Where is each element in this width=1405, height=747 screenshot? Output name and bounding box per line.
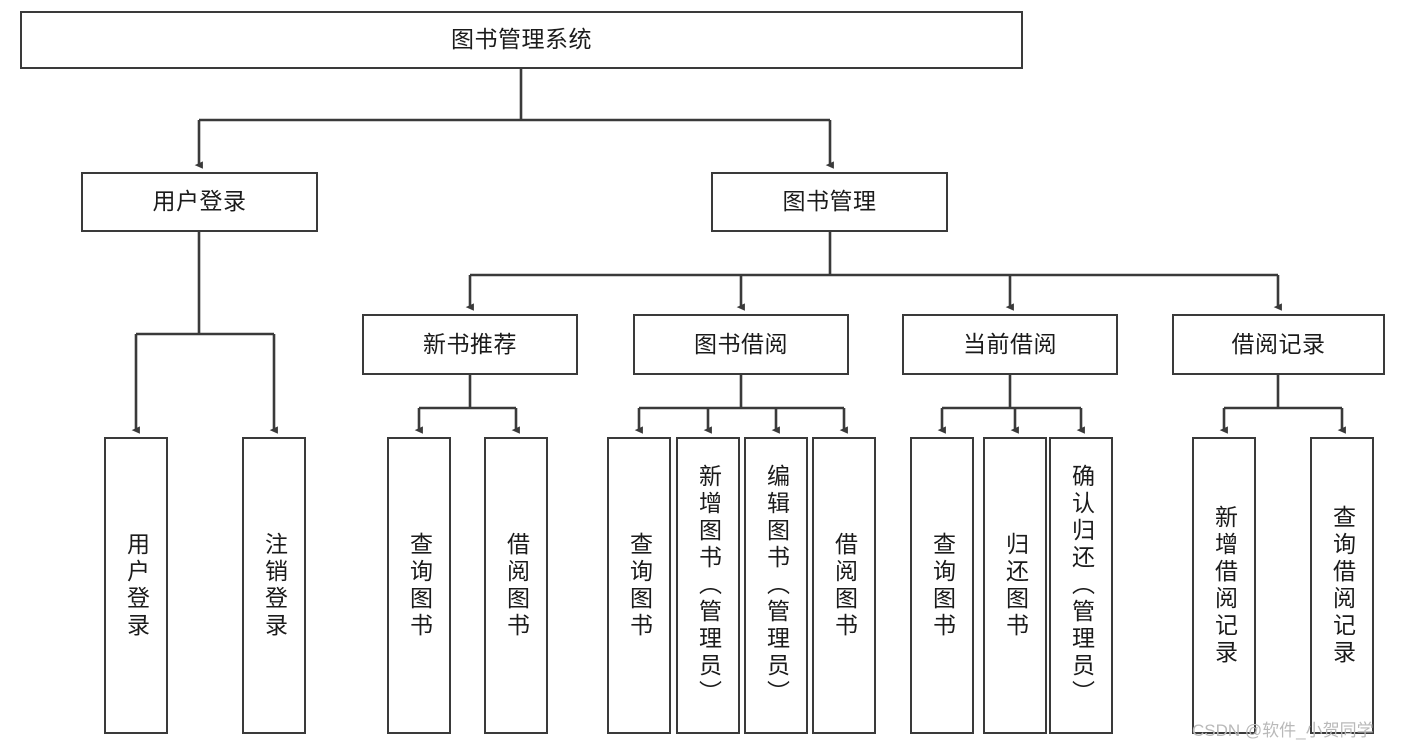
node-leaf-user-login[interactable]: 用户登录 — [104, 437, 168, 734]
node-leaf-query-book-current[interactable]: 查询图书 — [910, 437, 974, 734]
node-leaf-logout[interactable]: 注销登录 — [242, 437, 306, 734]
node-level3-current-borrow[interactable]: 当前借阅 — [902, 314, 1118, 375]
node-leaf-add-book-admin-label: 新增图书（管理员） — [695, 464, 722, 707]
node-leaf-return-book[interactable]: 归还图书 — [983, 437, 1047, 734]
node-level3-new-book-recommend-label: 新书推荐 — [423, 330, 517, 357]
node-level2-user-login[interactable]: 用户登录 — [81, 172, 318, 232]
node-root[interactable]: 图书管理系统 — [20, 11, 1023, 69]
node-leaf-confirm-return-admin-label: 确认归还（管理员） — [1068, 464, 1095, 707]
node-leaf-borrow-book[interactable]: 借阅图书 — [812, 437, 876, 734]
node-leaf-query-borrow-record-label: 查询借阅记录 — [1329, 504, 1356, 667]
node-leaf-edit-book-admin-label: 编辑图书（管理员） — [763, 464, 790, 707]
node-root-label: 图书管理系统 — [451, 26, 592, 53]
node-leaf-user-login-label: 用户登录 — [123, 531, 150, 640]
node-leaf-query-borrow-record[interactable]: 查询借阅记录 — [1310, 437, 1374, 734]
node-level3-current-borrow-label: 当前借阅 — [963, 330, 1057, 357]
node-level2-book-management-label: 图书管理 — [782, 188, 877, 215]
node-leaf-query-book-borrow-label: 查询图书 — [626, 531, 653, 640]
node-level3-book-borrow[interactable]: 图书借阅 — [633, 314, 849, 375]
node-leaf-add-book-admin[interactable]: 新增图书（管理员） — [676, 437, 740, 734]
node-level2-book-management[interactable]: 图书管理 — [711, 172, 948, 232]
node-leaf-borrow-book-label: 借阅图书 — [831, 531, 858, 640]
node-leaf-borrow-book-recommend[interactable]: 借阅图书 — [484, 437, 548, 734]
node-leaf-confirm-return-admin[interactable]: 确认归还（管理员） — [1049, 437, 1113, 734]
node-leaf-query-book-recommend-label: 查询图书 — [406, 531, 433, 640]
node-leaf-add-borrow-record-label: 新增借阅记录 — [1211, 504, 1238, 667]
node-level2-user-login-label: 用户登录 — [152, 188, 247, 215]
node-level3-borrow-record[interactable]: 借阅记录 — [1172, 314, 1385, 375]
node-leaf-edit-book-admin[interactable]: 编辑图书（管理员） — [744, 437, 808, 734]
csdn-watermark: CSDN @软件_小贺同学 — [1192, 721, 1374, 740]
node-leaf-query-book-borrow[interactable]: 查询图书 — [607, 437, 671, 734]
node-level3-borrow-record-label: 借阅记录 — [1231, 330, 1326, 357]
node-level3-new-book-recommend[interactable]: 新书推荐 — [362, 314, 578, 375]
node-leaf-return-book-label: 归还图书 — [1002, 531, 1029, 640]
node-leaf-query-book-current-label: 查询图书 — [929, 531, 956, 640]
node-leaf-add-borrow-record[interactable]: 新增借阅记录 — [1192, 437, 1256, 734]
node-level3-book-borrow-label: 图书借阅 — [694, 330, 788, 357]
node-leaf-logout-label: 注销登录 — [261, 531, 288, 640]
node-leaf-query-book-recommend[interactable]: 查询图书 — [387, 437, 451, 734]
node-leaf-borrow-book-recommend-label: 借阅图书 — [503, 531, 530, 640]
